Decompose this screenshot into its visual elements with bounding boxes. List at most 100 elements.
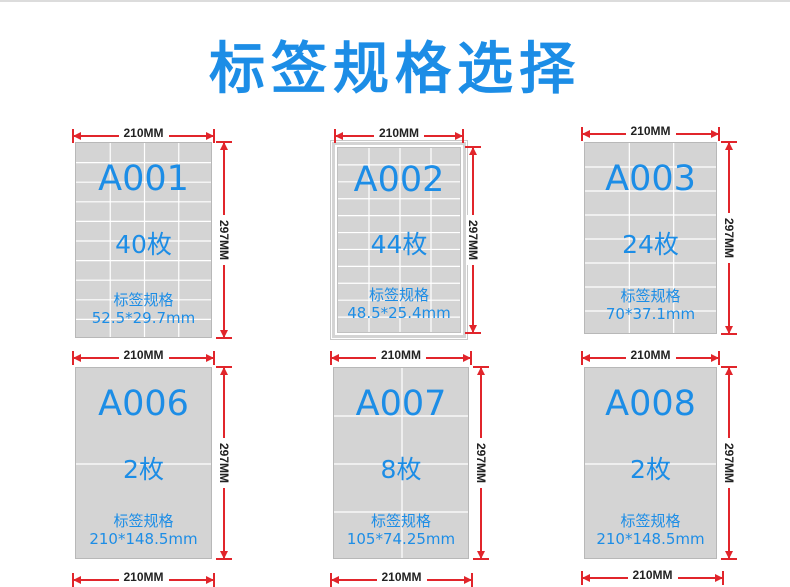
height-dimension: 297MM: [473, 366, 489, 560]
dimension-tick: [330, 573, 332, 587]
width-label: 210MM: [375, 348, 427, 362]
label-grid: [585, 463, 716, 465]
dimension-tick: [721, 141, 737, 143]
height-label: 297MM: [217, 214, 231, 266]
arrow-left-icon: [582, 130, 590, 138]
dimension-tick: [581, 127, 583, 141]
dimension-tick: [721, 366, 737, 368]
page-title: 标签规格选择: [209, 37, 581, 102]
spec-label: 标签规格: [113, 512, 174, 530]
label-grid: [338, 148, 460, 332]
dimension-tick: [581, 571, 583, 585]
top-divider: [0, 0, 790, 2]
width-label: 210MM: [625, 124, 676, 138]
width-dimension: 210MM: [581, 124, 720, 141]
width-dimension: 210MM: [581, 568, 724, 585]
label-count: 44枚: [370, 230, 428, 259]
dimension-tick: [72, 129, 74, 143]
width-label: 210MM: [373, 126, 425, 140]
label-grid: [334, 368, 468, 558]
width-label: 210MM: [118, 570, 169, 584]
arrow-left-icon: [73, 354, 81, 362]
width-dimension: 210MM: [72, 570, 215, 587]
arrow-right-icon: [463, 354, 471, 362]
dimension-tick: [330, 351, 332, 365]
height-dimension: 297MM: [216, 366, 232, 560]
label-code: A008: [605, 384, 696, 424]
width-dimension: 210MM: [72, 126, 215, 143]
height-dimension: 297MM: [216, 141, 232, 339]
dimension-tick: [721, 558, 737, 560]
arrow-up-icon: [725, 367, 733, 375]
height-label: 297MM: [217, 437, 231, 489]
width-dimension: 210MM: [72, 348, 215, 365]
dimension-tick: [216, 558, 232, 560]
spec-label: 标签规格: [370, 512, 431, 530]
spec-label: 标签规格: [620, 287, 681, 305]
dimension-tick: [581, 351, 583, 365]
height-label: 297MM: [466, 214, 480, 266]
arrow-left-icon: [331, 576, 339, 584]
spec-label: 标签规格: [113, 291, 174, 309]
label-count: 8枚: [380, 455, 422, 484]
arrow-down-icon: [469, 325, 477, 333]
height-label: 297MM: [722, 212, 736, 264]
arrow-left-icon: [73, 132, 81, 140]
arrow-left-icon: [73, 576, 81, 584]
width-dimension: 210MM: [334, 126, 464, 143]
width-label: 210MM: [376, 570, 427, 584]
arrow-up-icon: [220, 142, 228, 150]
label-size: 210*148.5mm: [596, 530, 705, 548]
height-dimension: 297MM: [721, 141, 737, 335]
dimension-tick: [216, 366, 232, 368]
label-grid: [76, 143, 211, 337]
dimension-tick: [216, 141, 232, 143]
dimension-tick: [718, 351, 720, 365]
dimension-tick: [72, 573, 74, 587]
label-grid: [585, 143, 716, 333]
dimension-tick: [213, 351, 215, 365]
label-code: A003: [605, 159, 696, 199]
arrow-up-icon: [725, 142, 733, 150]
label-count: 40枚: [115, 230, 172, 259]
width-dimension: 210MM: [330, 570, 473, 587]
label-code: A006: [98, 384, 189, 424]
dimension-tick: [72, 351, 74, 365]
width-label: 210MM: [627, 568, 678, 582]
arrow-down-icon: [220, 330, 228, 338]
dimension-tick: [473, 366, 489, 368]
label-code: A007: [355, 384, 447, 424]
arrow-down-icon: [220, 551, 228, 559]
dimension-tick: [718, 127, 720, 141]
arrow-up-icon: [469, 147, 477, 155]
label-code: A002: [353, 160, 445, 200]
label-count: 2枚: [630, 455, 671, 484]
spec-label: 标签规格: [620, 512, 681, 530]
dimension-tick: [465, 332, 481, 334]
dimension-tick: [334, 129, 336, 143]
dimension-tick: [721, 333, 737, 335]
dimension-tick: [462, 129, 464, 143]
arrow-right-icon: [711, 130, 719, 138]
label-size: 48.5*25.4mm: [347, 304, 451, 322]
arrow-up-icon: [220, 367, 228, 375]
dimension-tick: [465, 146, 481, 148]
height-label: 297MM: [722, 437, 736, 489]
arrow-right-icon: [711, 354, 719, 362]
arrow-left-icon: [582, 574, 590, 582]
arrow-down-icon: [725, 551, 733, 559]
dimension-tick: [471, 573, 473, 587]
arrow-down-icon: [725, 326, 733, 334]
dimension-tick: [216, 337, 232, 339]
dimension-tick: [473, 558, 489, 560]
label-size: 70*37.1mm: [605, 305, 696, 323]
dimension-tick: [722, 571, 724, 585]
dimension-tick: [213, 129, 215, 143]
width-label: 210MM: [625, 348, 676, 362]
